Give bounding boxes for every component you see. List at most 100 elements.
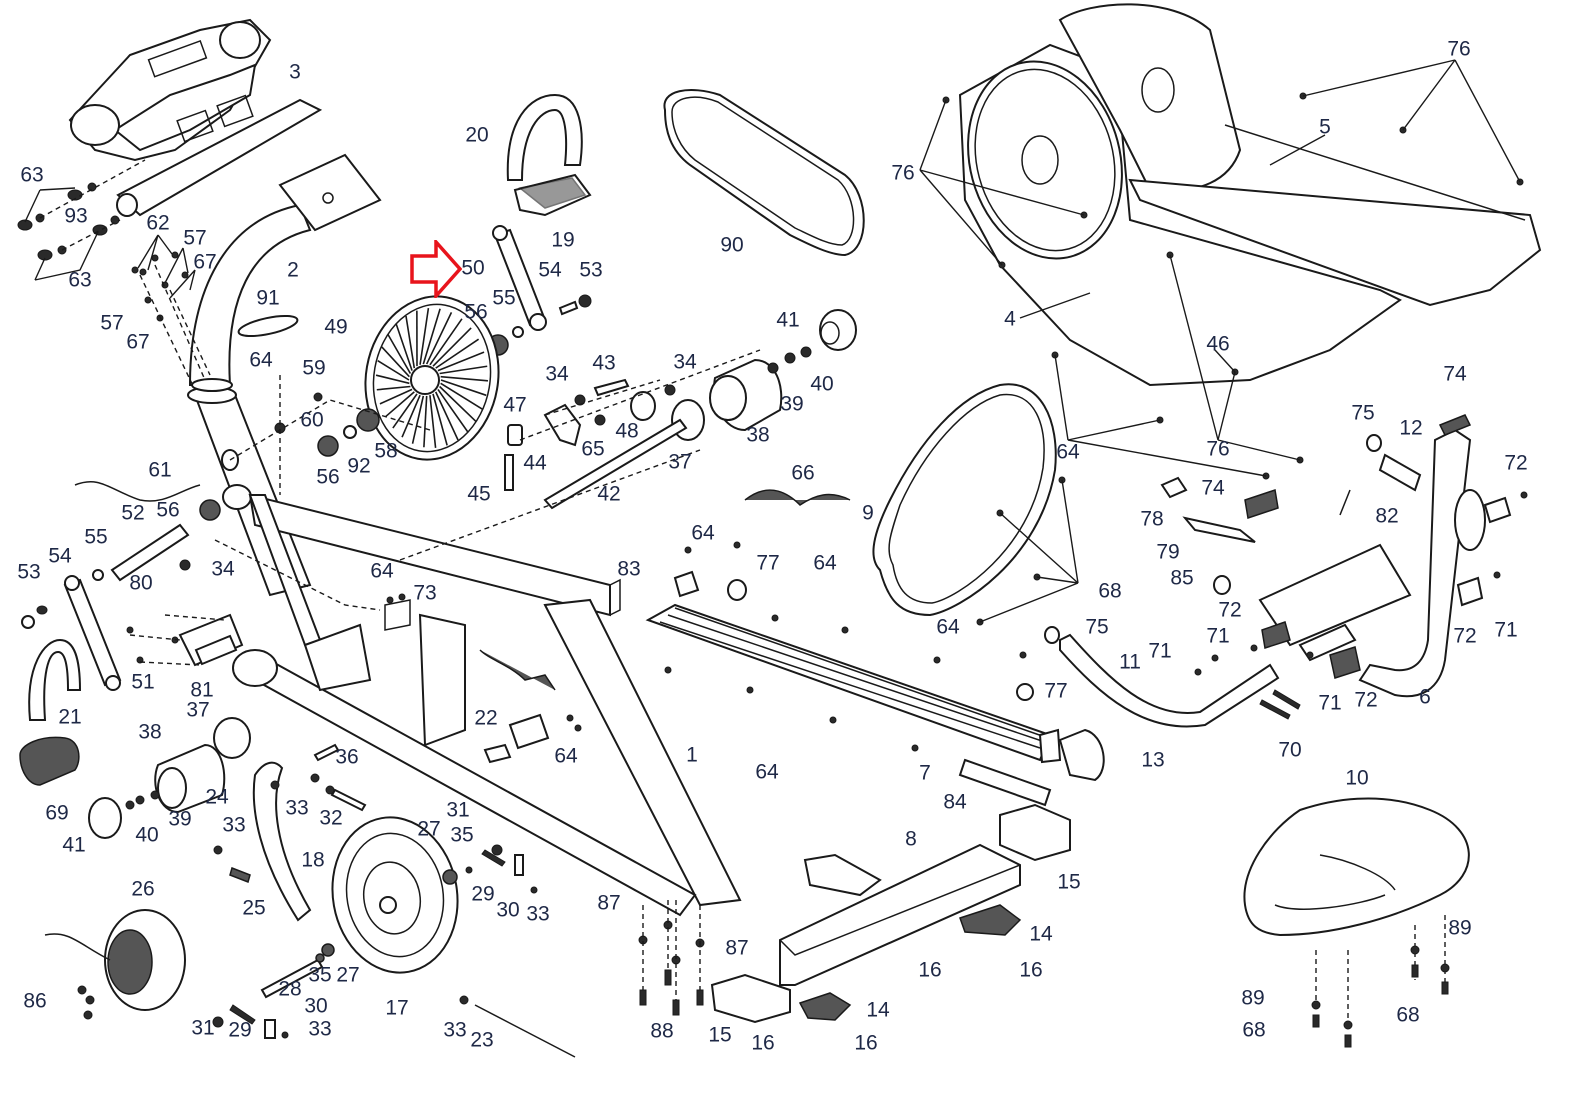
pulley-spoke <box>434 391 459 441</box>
grommet-part-91 <box>237 314 299 338</box>
callout-part-74: 74 <box>1443 362 1467 386</box>
callout-part-67: 67 <box>193 250 217 274</box>
spring-part-78 <box>1160 476 1188 499</box>
callout-part-50: 50 <box>461 256 485 280</box>
small-hardware-lower <box>77 743 576 1058</box>
callout-part-64: 64 <box>813 551 837 575</box>
callout-part-33: 33 <box>526 902 550 926</box>
callout-part-29: 29 <box>228 1018 252 1042</box>
callout-part-74: 74 <box>1201 476 1225 500</box>
highlight-arrow-icon <box>410 240 462 298</box>
callout-part-39: 39 <box>780 392 804 416</box>
callout-part-87: 87 <box>597 891 621 915</box>
plate-part-79 <box>1182 516 1256 543</box>
callout-part-59: 59 <box>302 356 326 380</box>
pin-part-82 <box>1339 489 1351 516</box>
callout-part-35: 35 <box>450 823 474 847</box>
callout-part-43: 43 <box>592 351 616 375</box>
bracket-part-81 <box>126 613 244 667</box>
callout-part-13: 13 <box>1141 748 1165 772</box>
callout-part-11: 11 <box>1119 650 1141 674</box>
callout-part-90: 90 <box>720 233 744 257</box>
pulley-spoke <box>429 318 463 366</box>
resistance-motor-part-22 <box>479 649 556 764</box>
callout-part-23: 23 <box>470 1028 494 1052</box>
callout-part-22: 22 <box>474 706 498 730</box>
sensor-wire-part-61 <box>74 480 201 502</box>
callout-part-31: 31 <box>191 1016 215 1040</box>
pulley-spoke <box>425 312 453 365</box>
callout-part-64: 64 <box>370 559 394 583</box>
bolt-part-54 <box>558 300 579 316</box>
washer-part-55-left <box>92 569 104 581</box>
handle-part-11 <box>1059 633 1280 728</box>
callout-part-44: 44 <box>523 451 547 475</box>
callout-part-33: 33 <box>222 813 246 837</box>
callout-part-57: 57 <box>100 311 124 335</box>
pulley-spoke <box>375 374 410 385</box>
callout-part-26: 26 <box>131 877 155 901</box>
callout-part-63: 63 <box>68 268 92 292</box>
fasteners-64 <box>386 541 1027 752</box>
callout-part-78: 78 <box>1140 507 1164 531</box>
callout-part-16: 16 <box>854 1031 878 1055</box>
callout-part-73: 73 <box>413 581 437 605</box>
fasteners-68-backrest <box>976 476 1079 626</box>
callout-part-72: 72 <box>1504 451 1528 475</box>
pulley-spoke <box>440 375 489 382</box>
crank-arm-part-50 <box>492 225 547 331</box>
callout-part-66: 66 <box>791 461 815 485</box>
pedal-strap-part-21 <box>28 638 82 721</box>
end-cap-part-15-left <box>710 973 791 1024</box>
callout-part-15: 15 <box>1057 870 1081 894</box>
pulley-spoke <box>439 385 477 422</box>
callout-part-37: 37 <box>186 698 210 722</box>
washer-part-75-top <box>1366 434 1382 452</box>
callout-part-34: 34 <box>211 557 235 581</box>
callout-part-80: 80 <box>129 571 153 595</box>
callout-part-56: 56 <box>464 300 488 324</box>
callout-part-16: 16 <box>1019 958 1043 982</box>
callout-part-77: 77 <box>1044 679 1068 703</box>
callout-part-84: 84 <box>943 790 967 814</box>
callout-part-71: 71 <box>1318 691 1342 715</box>
shroud-part-5 <box>1058 3 1542 307</box>
fasteners-62-57-67 <box>131 234 211 391</box>
callout-part-93: 93 <box>64 204 88 228</box>
end-cap-part-13 <box>1058 728 1105 782</box>
bracket-part-83 <box>673 570 700 598</box>
callout-part-34: 34 <box>545 362 569 386</box>
backrest-part-9 <box>872 383 1057 617</box>
leader-lines-upper-right <box>919 59 1521 477</box>
pulley-spoke <box>376 385 411 391</box>
callout-part-38: 38 <box>746 423 770 447</box>
callout-part-51: 51 <box>131 670 155 694</box>
seat-rail-part-7 <box>645 603 1062 764</box>
callout-part-64: 64 <box>691 521 715 545</box>
knob-part-85 <box>1213 575 1231 595</box>
callout-part-12: 12 <box>1399 416 1423 440</box>
callout-part-38: 38 <box>138 720 162 744</box>
callout-part-41: 41 <box>62 833 86 857</box>
bolt-part-54-left <box>36 605 48 615</box>
cap-part-53-left <box>21 615 35 629</box>
washer-part-55 <box>512 326 524 338</box>
callout-part-85: 85 <box>1170 566 1194 590</box>
callout-part-62: 62 <box>146 211 170 235</box>
callout-part-58: 58 <box>374 439 398 463</box>
callout-part-5: 5 <box>1319 115 1331 139</box>
end-cap-part-74-top <box>1438 414 1472 436</box>
callout-part-68: 68 <box>1098 579 1122 603</box>
main-frame-part-1 <box>214 449 742 917</box>
washer-part-75-lower <box>1044 626 1060 644</box>
seat-frame-part-6 <box>1258 428 1486 698</box>
callout-part-40: 40 <box>135 823 159 847</box>
fasteners-87-88 <box>638 900 705 1016</box>
callout-part-7: 7 <box>919 761 931 785</box>
tube-part-12 <box>1378 453 1422 492</box>
callout-part-39: 39 <box>168 807 192 831</box>
callout-part-92: 92 <box>347 454 371 478</box>
wire-harness-part-66 <box>744 489 851 506</box>
pulley-spoke <box>435 338 480 369</box>
callout-part-55: 55 <box>492 286 516 310</box>
